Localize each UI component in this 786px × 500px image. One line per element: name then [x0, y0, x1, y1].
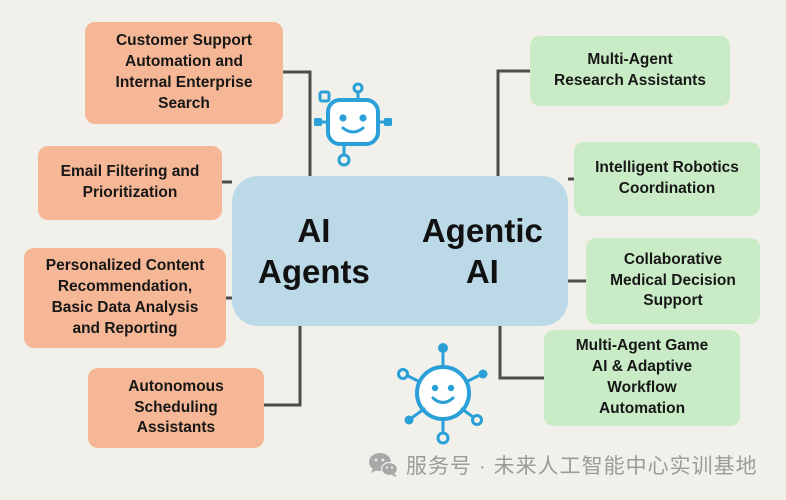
right-box-medical-decision: Collaborative Medical Decision Support — [586, 238, 760, 324]
right-box-game-ai-workflow: Multi-Agent Game AI & Adaptive Workflow … — [544, 330, 740, 426]
watermark-text: 服务号 · 未来人工智能中心实训基地 — [406, 455, 758, 478]
connector-customer-support — [283, 70, 312, 176]
center-comparison-box: AI Agents Agentic AI — [232, 176, 568, 326]
agentic-ai-label: Agentic AI — [421, 211, 543, 290]
watermark: 服务号 · 未来人工智能中心实训基地 — [368, 450, 758, 480]
right-box-robotics-coordination: Intelligent Robotics Coordination — [574, 142, 760, 216]
connector-game-ai — [498, 326, 544, 380]
connector-autonomous-scheduling — [264, 326, 302, 407]
left-box-customer-support: Customer Support Automation and Internal… — [85, 22, 283, 124]
connector-research-assistants — [496, 69, 530, 176]
robot-chip-icon — [312, 80, 392, 172]
left-box-email-filtering: Email Filtering and Prioritization — [38, 146, 222, 220]
left-box-autonomous-scheduling: Autonomous Scheduling Assistants — [88, 368, 264, 448]
ai-agents-label: AI Agents — [258, 211, 370, 290]
wechat-icon — [369, 453, 398, 477]
left-box-personalized-content: Personalized Content Recommendation, Bas… — [24, 248, 226, 348]
network-smiley-icon — [393, 338, 493, 453]
right-box-research-assistants: Multi-Agent Research Assistants — [530, 36, 730, 106]
